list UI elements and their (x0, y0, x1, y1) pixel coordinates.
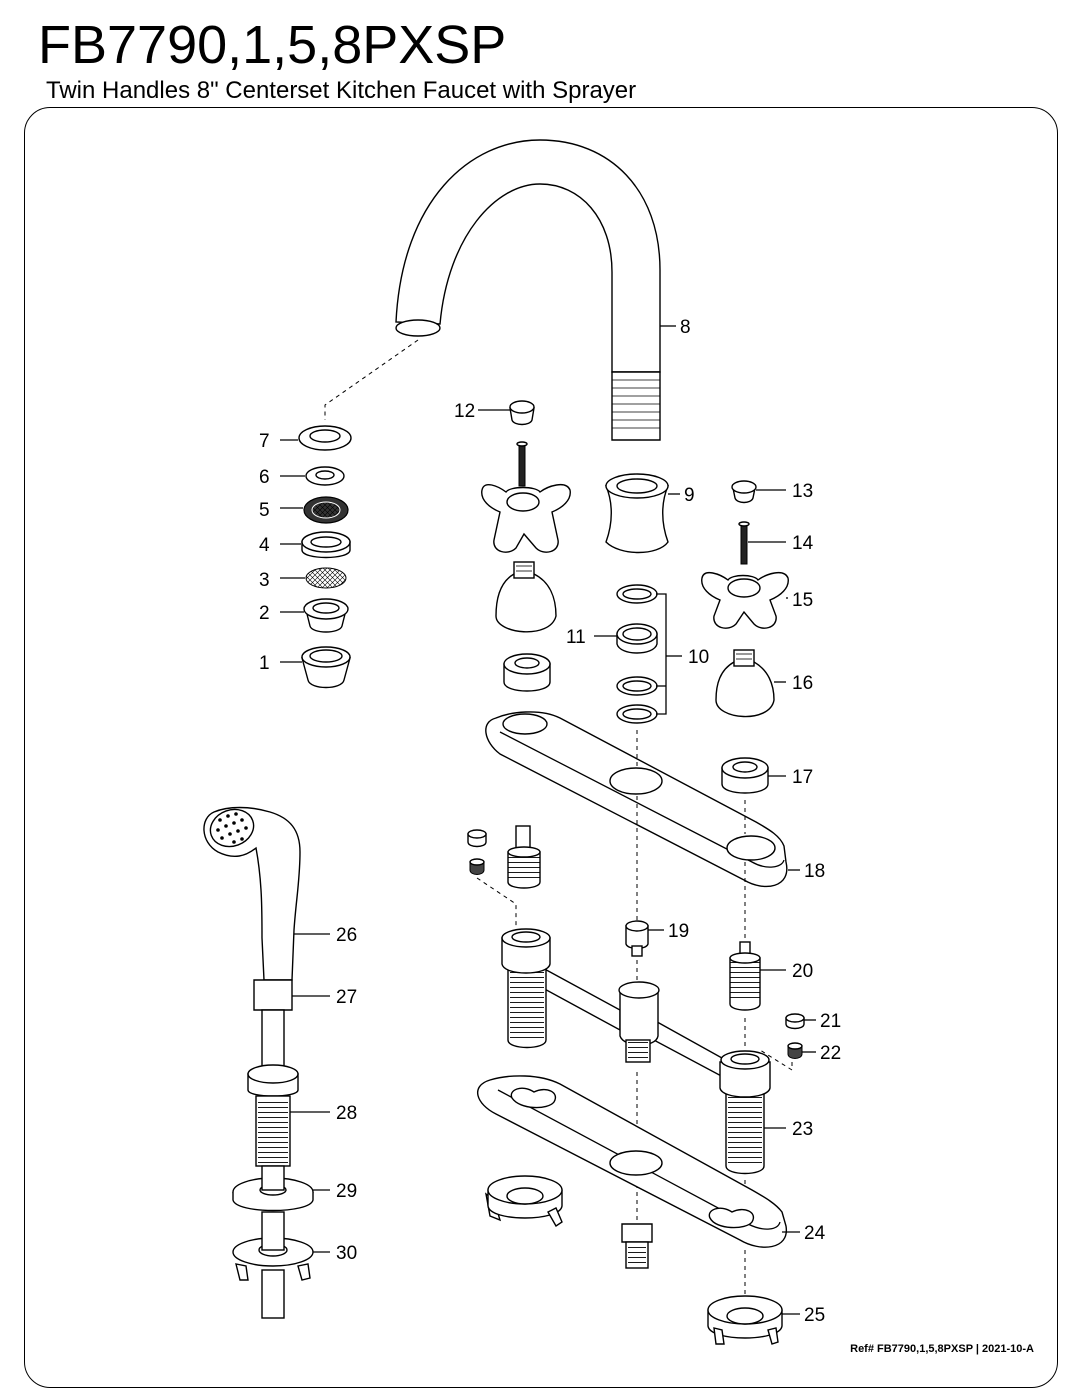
part-hose-connector (621, 1223, 653, 1269)
callout-12: 12 (454, 401, 475, 422)
callout-19: 19 (668, 921, 689, 942)
callout-3: 3 (259, 570, 270, 591)
part-diverter-19 (625, 920, 649, 957)
callout-1: 1 (259, 653, 270, 674)
part-faucet-body-23 (501, 928, 771, 1175)
callout-25: 25 (804, 1305, 825, 1326)
part-cross-handle-left (481, 483, 571, 553)
axis-left-washers (476, 877, 517, 930)
callout-23: 23 (792, 1119, 813, 1140)
axis-right-washers (759, 1049, 793, 1071)
part-cartridge-left (507, 825, 541, 889)
part-aerator-body-1 (301, 646, 351, 689)
callout-6: 6 (259, 467, 270, 488)
part-aerator-washer-6 (305, 466, 345, 486)
part-index-button-13 (731, 480, 757, 504)
part-cross-handle-15 (701, 571, 789, 629)
part-aerator-screen-5 (303, 496, 349, 524)
callout-labels: 7 6 5 4 3 2 1 8 9 10 11 12 13 14 15 16 1… (259, 317, 841, 1326)
part-nut-left (503, 653, 551, 692)
part-aerator-housing-4 (301, 531, 351, 559)
part-seat-spring-22 (787, 1042, 803, 1059)
part-sprayer-flange-29 (232, 1165, 314, 1212)
part-sprayer-nut-30 (232, 1211, 314, 1319)
part-deck-plate-18 (485, 711, 788, 888)
leader-lines (280, 325, 816, 1315)
part-aerator-insert-2 (303, 598, 349, 633)
part-sprayer-base-28 (247, 1064, 299, 1167)
part-o-ring-bottom (616, 704, 658, 724)
part-nut-17 (721, 757, 769, 794)
bracket-10 (656, 593, 667, 715)
part-spray-head-26 (203, 806, 301, 981)
callout-22: 22 (820, 1043, 841, 1064)
callout-5: 5 (259, 500, 270, 521)
part-index-button-12 (509, 400, 535, 426)
callout-8: 8 (680, 317, 691, 338)
product-description: Twin Handles 8" Centerset Kitchen Faucet… (46, 77, 637, 104)
callout-17: 17 (792, 767, 813, 788)
callout-26: 26 (336, 925, 357, 946)
part-screw-left (516, 441, 528, 487)
callout-2: 2 (259, 603, 270, 624)
model-number-title: FB7790,1,5,8PXSP (38, 15, 507, 75)
diagram-frame (24, 107, 1058, 1388)
part-seat-washer-21 (785, 1013, 805, 1030)
callout-10: 10 (688, 647, 709, 668)
callout-29: 29 (336, 1181, 357, 1202)
part-aerator-washer-7 (298, 425, 352, 451)
part-screw-14 (738, 521, 750, 565)
part-bonnet-16 (715, 649, 775, 718)
part-o-ring-top (616, 584, 658, 604)
part-spout (324, 139, 661, 441)
reference-footer: Ref# FB7790,1,5,8PXSP | 2021-10-A (850, 1343, 1034, 1355)
part-sprayer-hose-27 (253, 979, 293, 1071)
callout-13: 13 (792, 481, 813, 502)
part-o-ring-mid (616, 676, 658, 696)
callout-15: 15 (792, 590, 813, 611)
callout-9: 9 (684, 485, 695, 506)
part-spout-collar-9 (604, 473, 670, 554)
callout-18: 18 (804, 861, 825, 882)
part-gasket-24 (477, 1075, 787, 1248)
part-seat-spring-left (469, 858, 485, 875)
callout-11: 11 (566, 627, 586, 648)
part-cartridge-20 (729, 941, 761, 1011)
callout-16: 16 (792, 673, 813, 694)
callout-4: 4 (259, 535, 270, 556)
callout-7: 7 (259, 431, 270, 452)
callout-20: 20 (792, 961, 813, 982)
part-mounting-nut-25 (707, 1295, 783, 1345)
callout-24: 24 (804, 1223, 826, 1244)
part-aerator-mesh-3 (305, 567, 347, 589)
part-seat-washer-left-top (467, 829, 487, 848)
callout-21: 21 (820, 1011, 841, 1032)
part-spout-sleeve-11 (616, 623, 658, 654)
callout-27: 27 (336, 987, 357, 1008)
callout-30: 30 (336, 1243, 357, 1264)
callout-28: 28 (336, 1103, 357, 1124)
part-bonnet-left (495, 561, 557, 633)
part-mounting-nut-left (484, 1175, 563, 1227)
callout-14: 14 (792, 533, 814, 554)
